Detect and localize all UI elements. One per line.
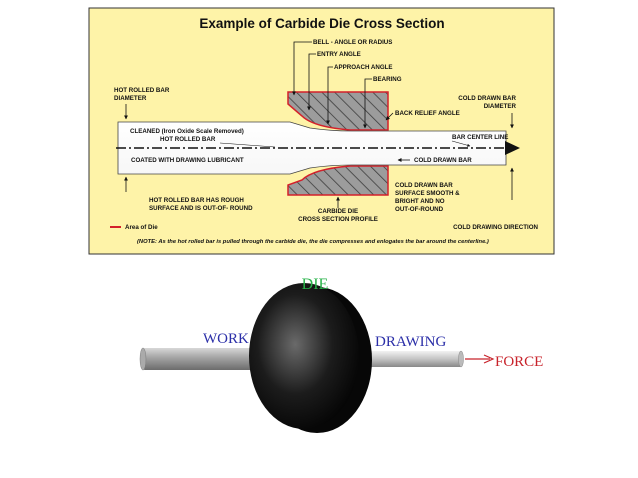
label-approach-angle: APPROACH ANGLE (334, 64, 393, 71)
label-bell: BELL - ANGLE OR RADIUS (313, 39, 392, 46)
bearing-leader (363, 78, 372, 129)
center-line-leader (451, 140, 471, 147)
label-bearing: BEARING (373, 76, 402, 83)
die-upper-block (287, 91, 389, 131)
diagram-title: Example of Carbide Die Cross Section (199, 16, 444, 31)
label-surface-3: BRIGHT AND NO (395, 198, 445, 205)
label-surface-1: COLD DRAWN BAR (395, 182, 453, 189)
direction-arrowhead (505, 141, 520, 155)
label-coated: COATED WITH DRAWING LUBRICANT (131, 157, 244, 164)
label-direction: COLD DRAWING DIRECTION (453, 224, 538, 231)
back-relief-leader (385, 112, 394, 121)
legend-label: Area of Die (125, 224, 158, 231)
label-cold-diameter-1: COLD DRAWN BAR (458, 95, 516, 102)
label-cleaned: CLEANED (Iron Oxide Scale Removed) (130, 128, 244, 135)
label-hot-rolled-bar: HOT ROLLED BAR (160, 136, 216, 143)
label-entry-angle: ENTRY ANGLE (317, 51, 361, 58)
force-arrowhead (483, 354, 495, 364)
label-cold-diameter-2: DIAMETER (484, 103, 517, 110)
label-back-relief: BACK RELIEF ANGLE (395, 110, 460, 117)
label-hot-diameter-2: DIAMETER (114, 95, 147, 102)
label-drawing: DRAWING (375, 334, 446, 350)
bell-leader (292, 41, 312, 96)
label-cold-drawn-bar: COLD DRAWN BAR (414, 157, 472, 164)
die-disc (249, 283, 372, 433)
die-lower-block (287, 165, 389, 196)
entry-angle-leader (307, 53, 316, 111)
label-hot-diameter-1: HOT ROLLED BAR (114, 87, 170, 94)
label-rough-2: SURFACE AND IS OUT-OF- ROUND (149, 205, 253, 212)
diagram-note: (NOTE: As the hot rolled bar is pulled t… (137, 239, 489, 245)
label-die: DIE (302, 276, 329, 293)
label-work: WORK (203, 331, 249, 347)
work-rod (139, 347, 270, 371)
bar-profile (117, 121, 507, 175)
label-rough-1: HOT ROLLED BAR HAS ROUGH (149, 197, 244, 204)
label-surface-2: SURFACE SMOOTH & (395, 190, 460, 197)
label-force: FORCE (495, 354, 543, 370)
hot-bar-leader (219, 142, 276, 148)
approach-angle-leader (326, 66, 333, 125)
label-surface-4: OUT-OF-ROUND (395, 206, 444, 213)
label-center-line: BAR CENTER LINE (452, 134, 508, 141)
label-profile-2: CROSS SECTION PROFILE (298, 216, 378, 223)
label-profile-1: CARBIDE DIE (318, 208, 358, 215)
